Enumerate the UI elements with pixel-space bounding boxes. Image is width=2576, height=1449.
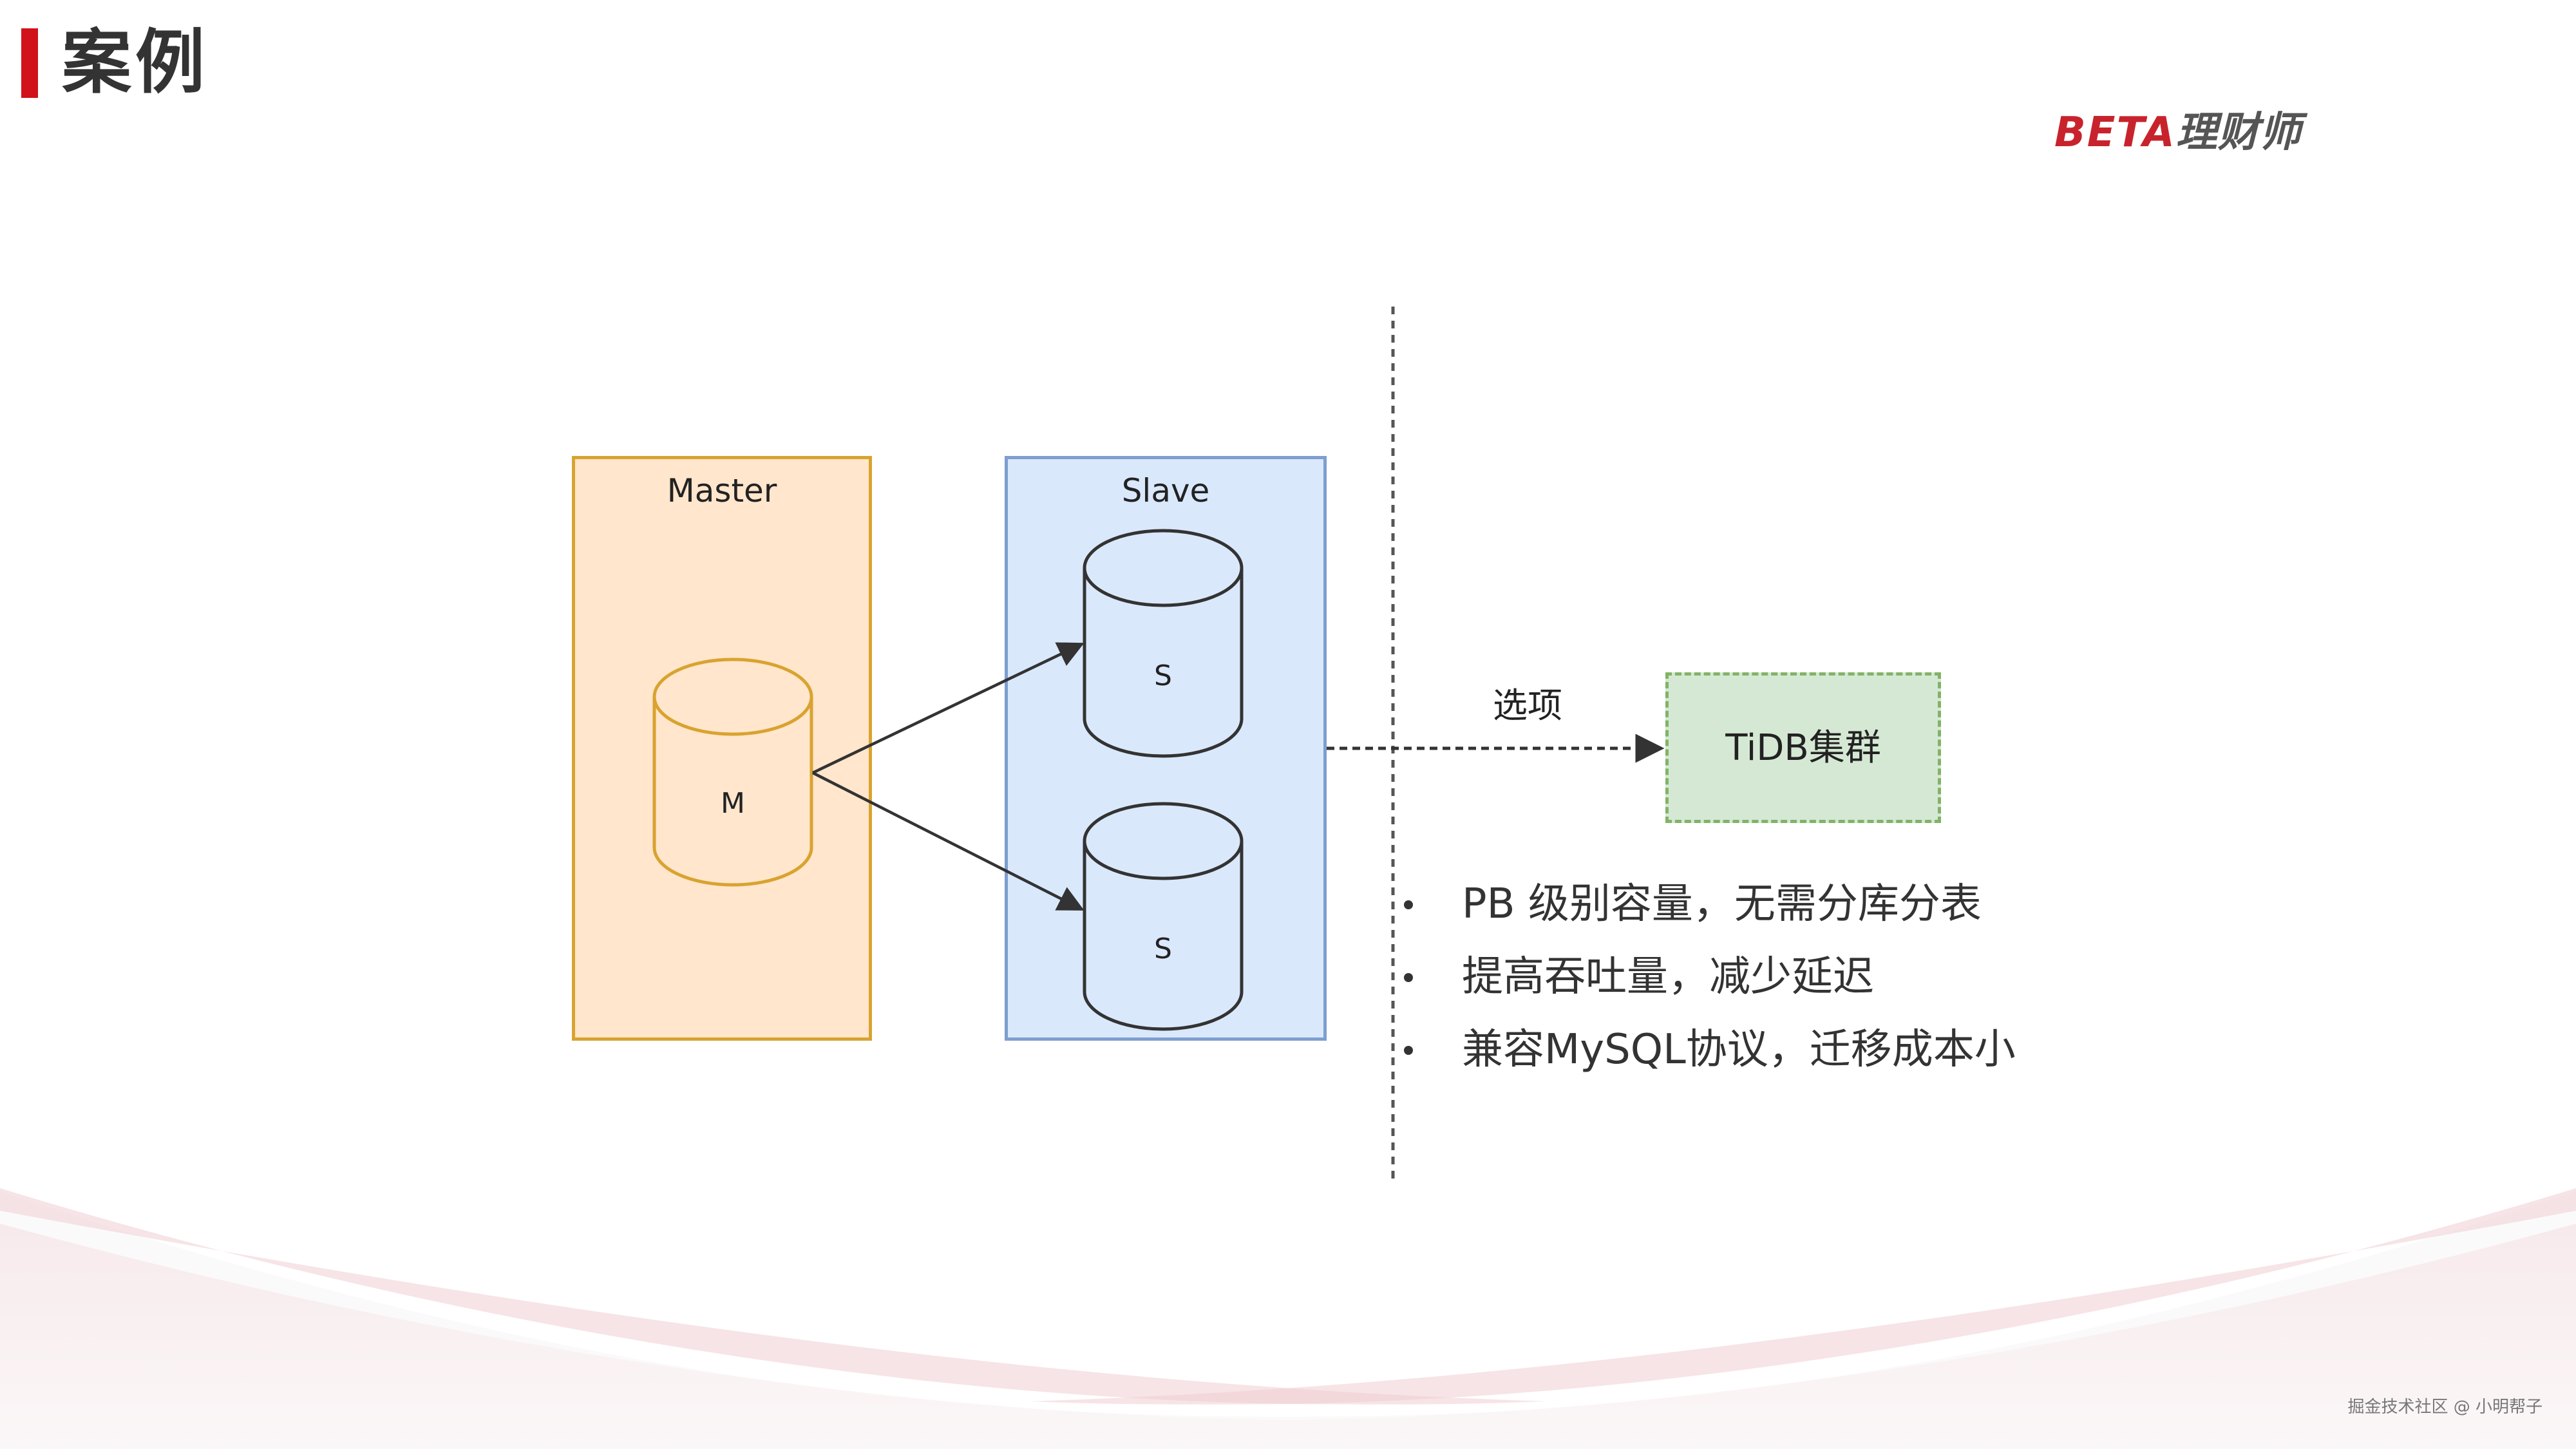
title-accent-bar (21, 28, 38, 98)
master-db-cylinder (652, 658, 813, 887)
option-label: 选项 (1493, 685, 1562, 726)
benefit-text: 提高吞吐量，减少延迟 (1462, 953, 1874, 1001)
slave-db-cylinder-2 (1083, 802, 1244, 1031)
tidb-cluster-box (1665, 672, 1941, 823)
slave-db-cylinder-1 (1083, 529, 1244, 758)
list-item: 兼容MySQL协议，迁移成本小 (1397, 1018, 2016, 1090)
bullet-dot-icon (1404, 900, 1413, 909)
tidb-cluster-label: TiDB集群 (1725, 727, 1881, 769)
slave-db-label-1: S (1154, 659, 1172, 692)
bullet-dot-icon (1404, 973, 1413, 982)
bullet-dot-icon (1404, 1046, 1413, 1055)
footer-watermark: 掘金技术社区 @ 小明帮子 (2347, 1397, 2543, 1417)
slave-db-label-2: S (1154, 933, 1172, 965)
benefit-text: PB 级别容量，无需分库分表 (1462, 880, 1982, 928)
benefit-text: 兼容MySQL协议，迁移成本小 (1462, 1026, 2016, 1074)
list-item: PB 级别容量，无需分库分表 (1397, 872, 2016, 945)
slave-group-label: Slave (1121, 472, 1210, 509)
master-db-label: M (721, 787, 745, 820)
brand-logo-chinese: 理财师 (2175, 109, 2302, 156)
master-group-label: Master (667, 472, 777, 509)
replication-arrow-lower (811, 771, 1084, 911)
page-title: 案例 (62, 23, 209, 103)
benefits-list: PB 级别容量，无需分库分表 提高吞吐量，减少延迟 兼容MySQL协议，迁移成本… (1397, 872, 2016, 1090)
brand-logo-latin: BETA (2054, 109, 2176, 156)
brand-logo: BETA理财师 (2054, 107, 2302, 158)
replication-arrow-upper (812, 642, 1084, 775)
list-item: 提高吞吐量，减少延迟 (1397, 945, 2016, 1018)
